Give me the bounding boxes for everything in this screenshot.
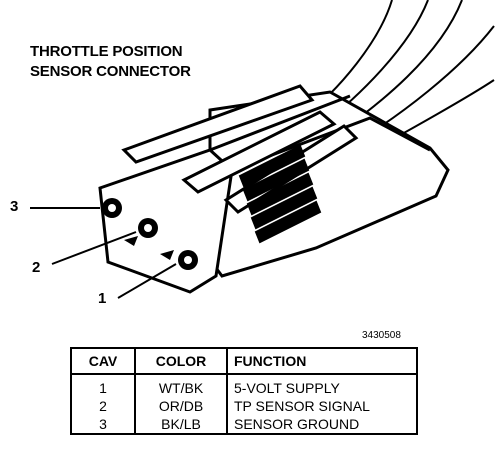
cell-function: TP SENSOR SIGNAL	[234, 398, 370, 414]
header-color: COLOR	[135, 348, 228, 375]
table-row: 2 OR/DB TP SENSOR SIGNAL	[71, 397, 417, 415]
cell-color: OR/DB	[135, 397, 228, 415]
header-function: FUNCTION	[227, 348, 417, 375]
cell-cav: 3	[71, 415, 136, 434]
table-row: 3 BK/LB SENSOR GROUND	[71, 415, 417, 434]
pin-cavities	[102, 198, 198, 270]
title-line-2: SENSOR CONNECTOR	[30, 63, 191, 80]
cell-function: SENSOR GROUND	[234, 416, 360, 432]
grip-ribs	[238, 144, 322, 244]
table-header-row: CAV COLOR FUNCTION	[71, 348, 417, 375]
header-cav: CAV	[71, 348, 136, 375]
cell-color: BK/LB	[135, 415, 228, 434]
table-row: 1 WT/BK 5-VOLT SUPPLY	[71, 374, 417, 397]
pin-label-1: 1	[98, 290, 107, 307]
pinout-table: CAV COLOR FUNCTION 1 WT/BK 5-VOLT SUPPLY…	[70, 347, 418, 435]
title-line-1: THROTTLE POSITION	[30, 43, 183, 60]
diagram-title: THROTTLE POSITION SENSOR CONNECTOR	[30, 42, 191, 82]
cell-cav: 1	[71, 374, 136, 397]
cell-function: 5-VOLT SUPPLY	[234, 380, 340, 396]
cell-color: WT/BK	[135, 374, 228, 397]
figure-id: 3430508	[362, 330, 401, 341]
cell-cav: 2	[71, 397, 136, 415]
pin-label-2: 2	[32, 259, 41, 276]
leader-lines	[30, 207, 177, 299]
pin-label-3: 3	[10, 198, 19, 215]
